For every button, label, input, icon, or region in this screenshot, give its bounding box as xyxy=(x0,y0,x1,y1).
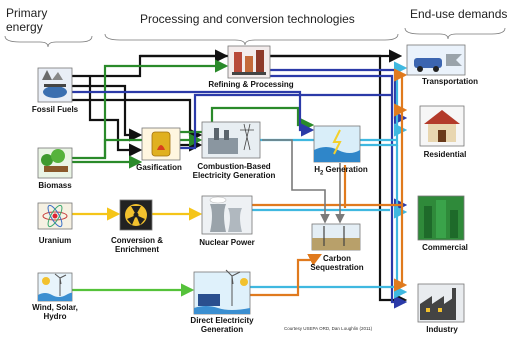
nuclear-power-icon xyxy=(201,195,253,235)
co2-flows xyxy=(250,68,408,297)
direct-electricity-icon xyxy=(193,269,251,315)
header-braces xyxy=(4,27,506,48)
carbon-sequestration-icon xyxy=(311,223,361,251)
credit-text: Courtesy USEPA ORD, Dan Loughlin (2011) xyxy=(284,326,373,331)
direct-electricity-label: Direct Electricity Generation xyxy=(182,316,262,334)
conversion-label-line2: Enrichment xyxy=(114,245,159,254)
h2-suffix: Generation xyxy=(323,165,368,174)
combustion-label-line2: Electricity Generation xyxy=(192,171,276,180)
combustion-label-line1: Combustion-Based xyxy=(197,162,271,171)
fossil-fuels-label: Fossil Fuels xyxy=(31,105,79,114)
industry-icon xyxy=(417,283,465,323)
enduse-header: End-use demands xyxy=(410,7,508,21)
uranium-label: Uranium xyxy=(38,236,72,245)
combustion-icon xyxy=(201,121,261,159)
conversion-enrichment-label: Conversion & Enrichment xyxy=(106,236,168,254)
gray-flows xyxy=(262,139,345,224)
wind-solar-hydro-label-line1: Wind, Solar, xyxy=(32,303,78,312)
primary-energy-header-line2: energy xyxy=(6,20,43,34)
nuclear-power-label: Nuclear Power xyxy=(199,238,255,247)
commercial-icon xyxy=(417,195,465,241)
uranium-icon xyxy=(37,202,73,230)
residential-icon xyxy=(419,105,465,147)
direct-label-line1: Direct Electricity xyxy=(190,316,254,325)
fossil-fuels-icon xyxy=(37,67,73,103)
refined-fuel-flows xyxy=(72,68,408,309)
h2-prefix: H xyxy=(314,165,320,174)
primary-energy-header-line1: Primary xyxy=(6,6,48,20)
primary-energy-header: Primary energy xyxy=(6,6,47,34)
industry-label: Industry xyxy=(426,325,458,334)
carbon-label-line1: Carbon xyxy=(323,254,351,263)
h2-generation-icon xyxy=(313,125,361,163)
biomass-icon xyxy=(37,147,73,179)
conversion-label-line1: Conversion & xyxy=(110,236,163,245)
transportation-label: Transportation xyxy=(421,77,478,86)
combustion-label: Combustion-Based Electricity Generation xyxy=(186,162,282,180)
h2-subscript: 2 xyxy=(319,170,324,177)
commercial-label: Commercial xyxy=(422,243,468,252)
gasification-icon xyxy=(141,127,181,161)
refining-label: Refining & Processing xyxy=(208,80,294,89)
direct-label-line2: Generation xyxy=(200,325,244,334)
wind-solar-hydro-label-line2: Hydro xyxy=(43,312,67,321)
gasification-label: Gasification xyxy=(136,163,182,172)
biomass-label: Biomass xyxy=(38,181,72,190)
transportation-icon xyxy=(406,44,466,76)
carbon-sequestration-label: Carbon Sequestration xyxy=(304,254,370,272)
wind-solar-hydro-label: Wind, Solar, Hydro xyxy=(26,303,84,321)
residential-label: Residential xyxy=(423,150,467,159)
wind-solar-hydro-icon xyxy=(37,272,73,302)
conversion-enrichment-icon xyxy=(119,199,153,231)
carbon-label-line2: Sequestration xyxy=(310,263,364,272)
processing-header: Processing and conversion technologies xyxy=(140,12,355,26)
h2-generation-label: H2 Generation xyxy=(310,165,372,179)
refining-icon xyxy=(227,45,271,79)
